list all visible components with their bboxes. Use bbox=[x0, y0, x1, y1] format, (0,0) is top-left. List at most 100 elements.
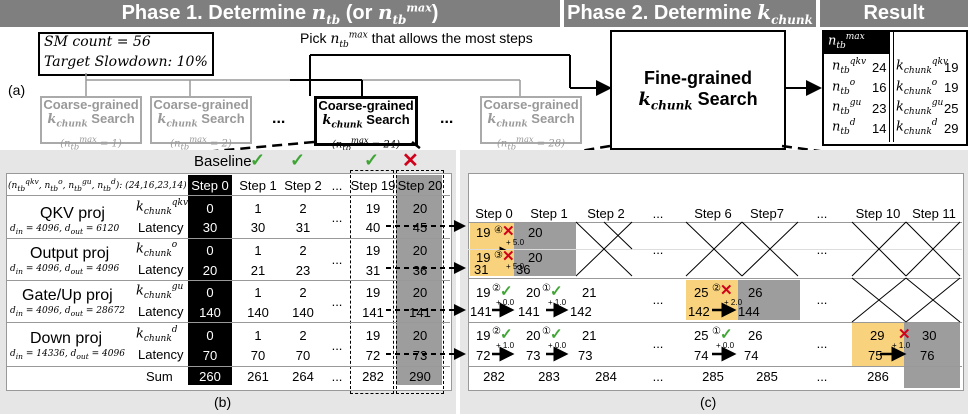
layer-down-dims: din = 14336, dout = 4096 bbox=[10, 349, 125, 361]
ellipsis: ... bbox=[652, 336, 664, 351]
c-gu-d1: + 0.0 bbox=[496, 298, 515, 307]
layer-gateup-latency-label: Latency bbox=[138, 304, 184, 319]
check-icon: ✓ bbox=[290, 150, 306, 170]
cell: 2 bbox=[299, 243, 307, 258]
cross-icon: ✕ bbox=[402, 150, 419, 172]
c-o-a2: 19 bbox=[476, 250, 491, 265]
c-gu-m1: ② bbox=[492, 283, 501, 294]
c-d-d1: + 1.0 bbox=[496, 341, 515, 350]
sum-cell: 290 bbox=[409, 369, 431, 384]
c-d-d2: + 0.0 bbox=[548, 341, 567, 350]
result-k-o: kchunko bbox=[896, 78, 938, 97]
c-step-11: Step 11 bbox=[912, 206, 956, 221]
c-qkv-a: 19 bbox=[476, 225, 491, 240]
c-qkv-c: 20 bbox=[528, 225, 543, 240]
result-k-o-val: 19 bbox=[944, 80, 959, 95]
c-sum: 284 bbox=[595, 369, 617, 384]
c-d-k: 29 bbox=[870, 328, 885, 343]
ellipsis: ... bbox=[652, 292, 664, 307]
panel-b-label: (b) bbox=[214, 394, 232, 410]
cell: 70 bbox=[295, 348, 311, 363]
layer-down-k-label: kchunkd bbox=[136, 325, 178, 344]
check-icon: ✓ bbox=[500, 326, 513, 343]
result-k-qkv-val: 19 bbox=[944, 60, 959, 75]
c-gu-c: 20 bbox=[526, 285, 541, 300]
step-ellipsis-header: ... bbox=[331, 178, 343, 193]
layer-output-latency-label: Latency bbox=[138, 262, 184, 277]
check-icon: ✓ bbox=[364, 150, 380, 170]
c-d-d4: + 1.0 bbox=[892, 341, 911, 350]
cell: 20 bbox=[412, 328, 428, 343]
check-icon: ✓ bbox=[250, 150, 266, 170]
check-icon: ✓ bbox=[500, 283, 513, 300]
layer-gateup-name: Gate/Up proj bbox=[22, 287, 113, 304]
layer-output-k-label: kchunko bbox=[136, 240, 178, 259]
c-o-d: 36 bbox=[516, 262, 531, 277]
c-qkv-mark: ④ bbox=[494, 225, 503, 236]
fine-grained-search-box: Fine-grained kchunk Search bbox=[610, 30, 786, 150]
ellipsis: ... bbox=[816, 242, 828, 257]
cell: 30 bbox=[250, 220, 266, 235]
ellipsis-1: ... bbox=[272, 110, 286, 127]
result-ntb-max: ntbmax bbox=[828, 32, 865, 51]
c-step-ellipsis: ... bbox=[816, 206, 828, 221]
c-d-f: 73 bbox=[578, 348, 593, 363]
cross-icon: ✕ bbox=[502, 248, 515, 265]
tuple-label: (ntbqkv, ntbo, ntbgu, ntbd): (24,16,23,1… bbox=[8, 177, 187, 193]
sum-cell: 260 bbox=[199, 369, 221, 384]
layer-qkv-dims: din = 4096, dout = 6120 bbox=[10, 224, 120, 236]
cell: 31 bbox=[295, 220, 311, 235]
target-slowdown-text: Target Slowdown: 10% bbox=[44, 54, 208, 70]
step-20-header: Step 20 bbox=[397, 178, 443, 193]
cell: 20 bbox=[412, 285, 428, 300]
c-d-i: 26 bbox=[748, 328, 763, 343]
c-gu-a: 19 bbox=[476, 285, 491, 300]
step-1-header: Step 1 bbox=[239, 178, 277, 193]
cell: 40 bbox=[365, 220, 381, 235]
cell: 45 bbox=[412, 220, 428, 235]
c-gu-i: 26 bbox=[748, 285, 763, 300]
cell: 1 bbox=[254, 201, 262, 216]
c-d-g: 25 bbox=[694, 328, 709, 343]
c-step-10: Step 10 bbox=[855, 206, 901, 221]
cell: 140 bbox=[292, 305, 314, 320]
result-k-gu-val: 25 bbox=[944, 101, 959, 116]
sum-cell: 264 bbox=[292, 369, 314, 384]
check-icon: ✓ bbox=[550, 283, 563, 300]
c-gu-d3: + 2.0 bbox=[724, 298, 743, 307]
c-sum: 282 bbox=[483, 369, 505, 384]
c-d-d: 73 bbox=[526, 348, 541, 363]
c-sum: 283 bbox=[538, 369, 560, 384]
panel-a-label: (a) bbox=[8, 82, 26, 98]
c-sum: 286 bbox=[867, 369, 889, 384]
result-n-d: ntbd bbox=[832, 118, 856, 137]
result-ntb-max-val: 24 bbox=[872, 36, 887, 51]
panel-c-label: (c) bbox=[700, 394, 717, 410]
layer-qkv-latency-label: Latency bbox=[138, 220, 184, 235]
cell: 70 bbox=[250, 348, 266, 363]
c-d-m2: ① bbox=[542, 326, 551, 337]
result-n-d-val: 14 bbox=[872, 121, 887, 136]
cell: 19 bbox=[365, 201, 381, 216]
pick-text: Pick ntbmax that allows the most steps bbox=[300, 30, 533, 50]
cell: 20 bbox=[412, 201, 428, 216]
cross-icon: ✕ bbox=[720, 282, 733, 299]
c-step-6: Step 6 bbox=[694, 206, 732, 221]
c-step-0: Step 0 bbox=[475, 206, 513, 221]
layer-gateup-k-label: kchunkgu bbox=[136, 282, 184, 301]
c-gu-f: 142 bbox=[570, 304, 592, 319]
coarse-search-box-1: Coarse-grained kchunk Search (ntbmax = 1… bbox=[40, 96, 142, 151]
cell: 2 bbox=[299, 328, 307, 343]
baseline-label: Baseline bbox=[194, 153, 252, 170]
result-header: Result bbox=[820, 0, 968, 27]
cell: 0 bbox=[206, 243, 214, 258]
result-n-gu-val: 23 bbox=[872, 101, 887, 116]
cell: 30 bbox=[202, 220, 218, 235]
c-d-mm: 30 bbox=[922, 328, 937, 343]
cell: 23 bbox=[295, 263, 311, 278]
ellipsis: ... bbox=[331, 252, 343, 267]
result-n-qkv-val: 24 bbox=[872, 60, 887, 75]
result-k-gu: kchunkgu bbox=[896, 98, 944, 117]
ellipsis-2: ... bbox=[440, 110, 454, 127]
cell: 36 bbox=[412, 263, 428, 278]
